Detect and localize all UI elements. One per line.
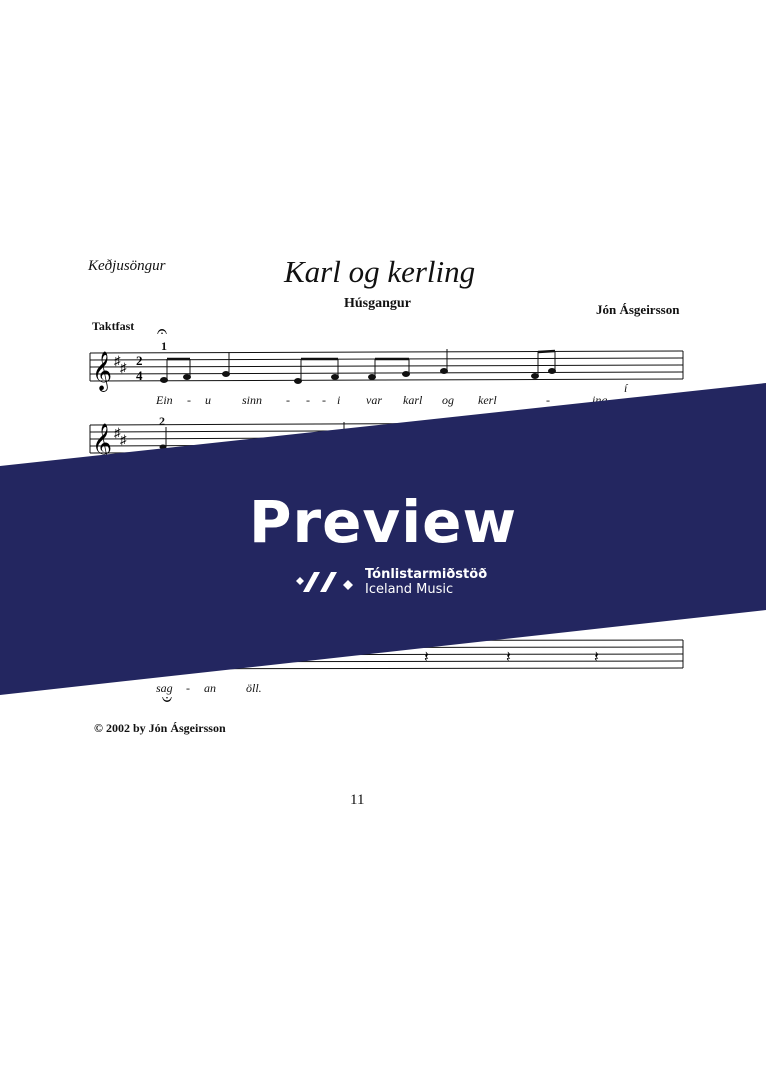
org-logo: Tónlistarmiðstöð Iceland Music — [295, 567, 487, 597]
lyric-syllable: - — [322, 393, 326, 407]
time-sig-top: 2 — [136, 353, 143, 368]
piece-subtitle: Húsgangur — [344, 296, 411, 311]
copyright: © 2002 by Jón Ásgeirsson — [94, 721, 226, 735]
lyric-syllable: kerl — [478, 393, 497, 407]
composer: Jón Ásgeirsson — [596, 302, 680, 317]
measure-number: 2 — [159, 414, 165, 428]
org-name-en: Iceland Music — [365, 582, 454, 597]
lyric-syllable: í — [624, 381, 628, 395]
fermata-below-icon: 𝄐 — [162, 690, 172, 710]
svg-text:♯: ♯ — [114, 425, 121, 440]
lyric-syllable: og — [442, 393, 454, 407]
iceland-music-logo-icon — [296, 572, 353, 592]
org-name: Tónlistarmiðstöð — [365, 567, 488, 582]
genre-label: Keðjusöngur — [88, 258, 166, 274]
lyric-syllable: u — [205, 393, 211, 407]
key-signature-sharps: ♯ — [114, 353, 121, 368]
treble-clef-icon: 𝄞 — [92, 352, 112, 392]
svg-text:𝄽: 𝄽 — [506, 649, 511, 666]
lyric-syllable: sag — [156, 681, 173, 695]
svg-text:𝄞: 𝄞 — [92, 424, 112, 464]
tempo-marking: Taktfast — [92, 319, 135, 333]
quarter-rest-icons: 𝄽 𝄽 𝄽 — [424, 649, 599, 666]
svg-text:♯: ♯ — [120, 360, 127, 375]
measure-number: 1 — [161, 339, 167, 353]
preview-label: Preview — [248, 488, 518, 556]
lyric-syllable: - — [187, 393, 191, 407]
svg-text:♯: ♯ — [120, 432, 127, 447]
lyric-syllable: sinn — [242, 393, 263, 407]
lyric-syllable: an — [204, 681, 216, 695]
svg-text:𝄽: 𝄽 — [424, 649, 429, 666]
page-number: 11 — [350, 792, 365, 808]
lyric-syllable: i — [337, 393, 341, 407]
lyric-syllable: öll. — [246, 681, 262, 695]
lyric-syllable: karl — [403, 393, 423, 407]
lyric-syllable: var — [366, 393, 382, 407]
lyric-syllable: - — [546, 393, 550, 407]
lyric-syllable: Ein — [156, 393, 173, 407]
lyric-syllable: - — [306, 393, 310, 407]
piece-title: Karl og kerling — [284, 254, 476, 289]
notes-staff-1 — [160, 349, 556, 384]
fermata-icon: 𝄐 — [157, 321, 167, 341]
lyric-syllable: - — [286, 393, 290, 407]
lyric-syllable: - — [186, 681, 190, 695]
time-sig-bottom: 4 — [136, 368, 143, 383]
svg-text:𝄽: 𝄽 — [594, 649, 599, 666]
